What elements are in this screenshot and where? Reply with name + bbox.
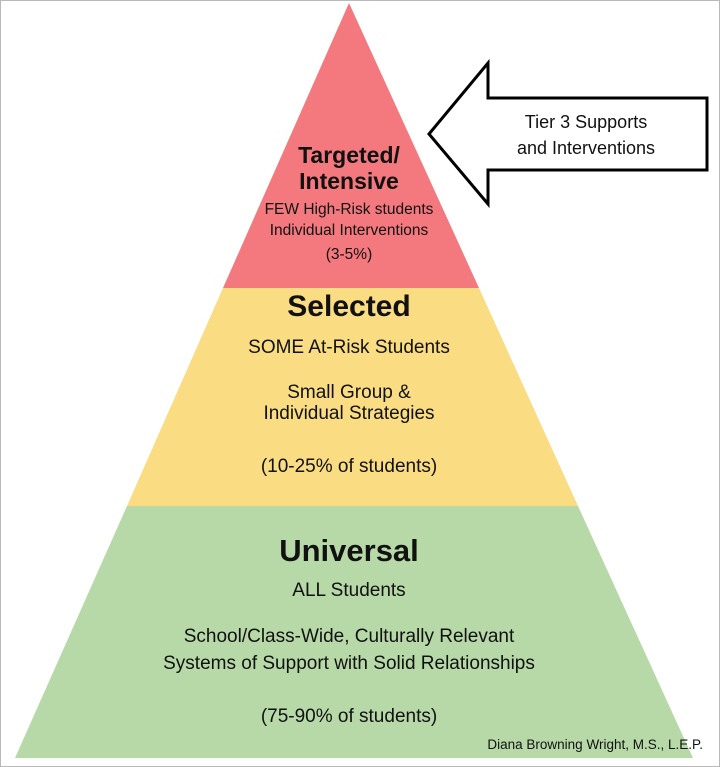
tier-targeted-line1: FEW High-Risk students — [264, 201, 434, 218]
tier3-arrow-icon — [427, 58, 709, 209]
tier-universal-line3: Systems of Support with Solid Relationsh… — [163, 653, 535, 674]
callout-line2: and Interventions — [516, 138, 656, 158]
tier-targeted-title-line2: Intensive — [299, 168, 399, 194]
tier-targeted-line3: (3-5%) — [325, 246, 373, 263]
tier-targeted-line2: Individual Interventions — [269, 222, 429, 239]
tier-selected-line3: Individual Strategies — [263, 403, 435, 424]
tier-universal-shape — [15, 506, 693, 758]
tier-selected-line4: (10-25% of students) — [260, 456, 438, 477]
tier-targeted-shape — [223, 3, 479, 288]
attribution-text: Diana Browning Wright, M.S., L.E.P. — [487, 737, 703, 752]
tier-universal-title: Universal — [279, 533, 419, 568]
tier-selected-shape — [127, 288, 578, 506]
tier-universal-line2: School/Class-Wide, Culturally Relevant — [183, 626, 515, 647]
callout-line1: Tier 3 Supports — [524, 112, 648, 132]
tier-universal-line1: ALL Students — [292, 580, 406, 601]
tier-targeted-title-line1: Targeted/ — [298, 142, 400, 168]
tier-selected-line2: Small Group & — [287, 382, 411, 403]
tier-selected-line1: SOME At-Risk Students — [248, 337, 450, 358]
tier-selected-title: Selected — [287, 290, 411, 323]
tier-universal-line4: (75-90% of students) — [260, 706, 438, 727]
